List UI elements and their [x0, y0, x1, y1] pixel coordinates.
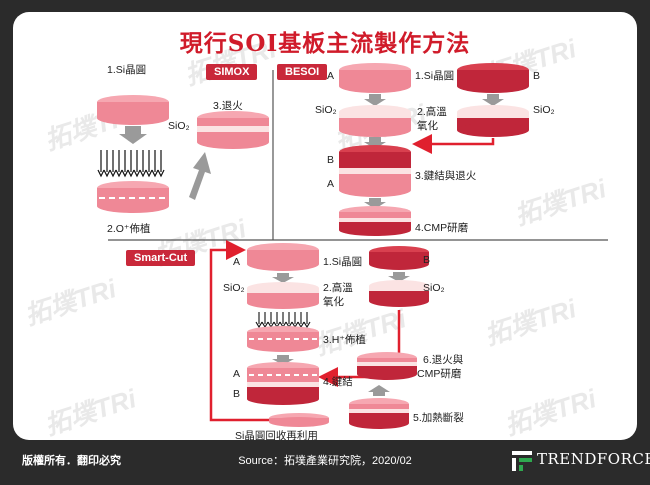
smartcut-sio2-right-label: SiO₂	[423, 282, 445, 294]
smartcut-step5-label: 5.加熱斷裂	[413, 412, 464, 424]
simox-sio2-label: SiO₂	[168, 120, 190, 132]
simox-step1-label: 1.Si晶圓	[107, 64, 147, 76]
besoi-bonded-stack	[339, 145, 411, 197]
trendforce-logo-icon	[512, 451, 532, 471]
arrow-down-icon	[272, 273, 294, 283]
besoi-step1-label: 1.Si晶圓	[415, 70, 455, 82]
smartcut-split-wafer	[349, 398, 409, 429]
arrow-up-icon	[189, 152, 211, 200]
arrow-down-icon	[482, 94, 504, 106]
arrow-down-icon	[119, 126, 147, 144]
arrow-down-icon	[364, 198, 386, 209]
smartcut-step1-label: 1.Si晶圓	[323, 256, 363, 268]
besoi-step2-label-1: 2.高溫	[417, 106, 447, 118]
besoi-wafer-b	[457, 63, 529, 93]
process-diagram	[97, 63, 608, 429]
besoi-step4-label: 4.CMP研磨	[415, 222, 469, 234]
smartcut-bonded-stack	[247, 362, 319, 405]
simox-wafer-si	[97, 95, 169, 125]
simox-step3-label: 3.退火	[213, 100, 243, 112]
section-tag-besoi: BESOI	[277, 64, 328, 80]
besoi-b-label: B	[533, 70, 541, 82]
arrow-down-icon	[364, 94, 386, 106]
footer-bar: 版權所有．翻印必究 Source：拓墣產業研究院，2020/02 TRENDFO…	[0, 440, 650, 485]
besoi-step3-label: 3.鍵結與退火	[415, 170, 477, 182]
brand-name: TRENDFORCE	[537, 450, 650, 468]
arrow-up-icon	[368, 385, 390, 396]
besoi-sio2-right-label: SiO₂	[533, 104, 555, 116]
recycle-arrow-icon	[209, 240, 269, 422]
page-title: 現行SOI基板主流製作方法	[179, 30, 471, 57]
smartcut-b-label: B	[423, 254, 431, 266]
smartcut-recycle-wafer	[269, 413, 329, 427]
smartcut-sio2-left-label: SiO₂	[223, 282, 245, 294]
simox-step2-label: 2.O⁺佈植	[107, 223, 151, 235]
smartcut-final-wafer	[357, 352, 417, 380]
simox-wafer-implanted	[97, 181, 169, 213]
besoi-wafer-b-oxidized	[457, 105, 529, 137]
smartcut-recycle-label: Si晶圓回收再利用	[235, 430, 318, 440]
smartcut-wafer-a	[247, 243, 319, 271]
smartcut-wafer-a-oxidized	[247, 282, 319, 309]
section-tag-simox: SIMOX	[206, 64, 258, 80]
besoi-cmp-wafer	[339, 206, 411, 236]
section-tag-smartcut: Smart-Cut	[126, 250, 196, 266]
besoi-sio2-left-label: SiO₂	[315, 104, 337, 116]
besoi-wafer-a	[339, 63, 411, 93]
simox-wafer-annealed	[197, 111, 269, 149]
besoi-a-label: A	[327, 70, 335, 82]
smartcut-stack-b-label: B	[233, 388, 241, 400]
smartcut-step4-label: 4.鍵結	[323, 376, 353, 388]
copyright-notice: 版權所有．翻印必究	[22, 455, 121, 467]
smartcut-a-label: A	[233, 256, 241, 268]
smartcut-step3-label: 3.H⁺佈植	[323, 334, 366, 346]
smartcut-wafer-b	[369, 246, 429, 270]
besoi-stack-a-label: A	[327, 178, 335, 190]
smartcut-step6-label-1: 6.退火與	[423, 354, 464, 366]
implant-arrows-icon	[255, 312, 311, 329]
smartcut-wafer-b-oxidized	[369, 280, 429, 307]
implant-arrows-icon	[97, 150, 165, 178]
slide-canvas: 拓墣TRi 拓墣TRi 拓墣TRi 拓墣TRi 拓墣TRi 拓墣TRi 拓墣TR…	[13, 12, 637, 440]
smartcut-stack-a-label: A	[233, 368, 241, 380]
arrow-down-icon	[272, 355, 294, 365]
besoi-stack-b-label: B	[327, 154, 335, 166]
smartcut-step6-label-2: CMP研磨	[417, 368, 462, 380]
smartcut-step2-label-1: 2.高溫	[323, 282, 353, 294]
besoi-step2-label-2: 氧化	[417, 120, 438, 132]
smartcut-step2-label-2: 氧化	[323, 296, 344, 308]
arrow-down-icon	[388, 272, 410, 282]
source-note: Source：拓墣產業研究院，2020/02	[238, 455, 412, 467]
arrow-down-icon	[364, 137, 386, 149]
smartcut-wafer-implanted	[247, 326, 319, 352]
red-arrow-icon	[412, 134, 495, 154]
besoi-wafer-a-oxidized	[339, 105, 411, 137]
